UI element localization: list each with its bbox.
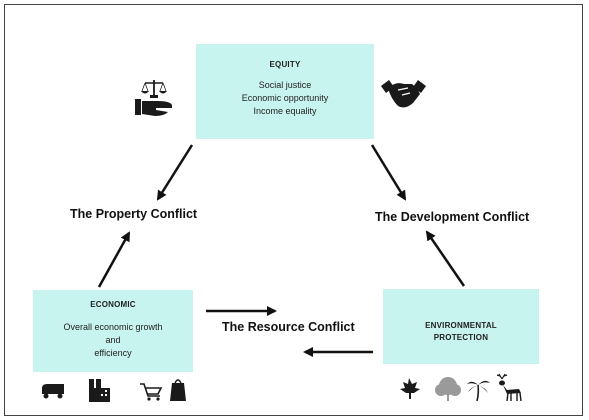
development-conflict-label: The Development Conflict (375, 210, 530, 224)
shopping-bag-icon (170, 379, 186, 401)
equity-line-income-equality: Income equality (253, 106, 317, 116)
shopping-cart-icon (140, 383, 163, 401)
equity-box: EQUITY Social justice Economic opportuni… (196, 44, 374, 139)
arrow-economic-to-property (97, 231, 131, 288)
economic-line-efficiency: efficiency (94, 348, 132, 358)
palm-tree-icon (467, 380, 490, 402)
arrow-equity-to-property (156, 144, 194, 201)
economic-box: ECONOMIC Overall economic growth and eff… (33, 290, 193, 372)
arrow-environmental-to-development (425, 230, 466, 287)
environmental-box: ENVIRONMENTAL PROTECTION (383, 289, 539, 364)
economic-title: ECONOMIC (90, 300, 136, 309)
deer-icon (496, 373, 522, 402)
truck-icon (42, 384, 64, 399)
maple-leaf-icon (400, 378, 420, 399)
equity-line-economic-opportunity: Economic opportunity (241, 93, 329, 103)
environmental-title-line2: PROTECTION (433, 333, 489, 342)
property-conflict-label: The Property Conflict (70, 207, 198, 221)
factory-icon (89, 379, 110, 402)
environmental-title-line1: ENVIRONMENTAL (425, 321, 497, 330)
economic-line-and: and (105, 335, 121, 345)
handshake-icon (381, 80, 426, 108)
economic-line-growth: Overall economic growth (63, 322, 163, 332)
arrow-equity-to-development (370, 144, 407, 201)
scales-in-hand-icon (135, 80, 172, 116)
resource-conflict-label: The Resource Conflict (222, 320, 355, 334)
tree-icon (435, 377, 461, 401)
equity-line-social-justice: Social justice (258, 80, 312, 90)
equity-title: EQUITY (269, 60, 301, 69)
